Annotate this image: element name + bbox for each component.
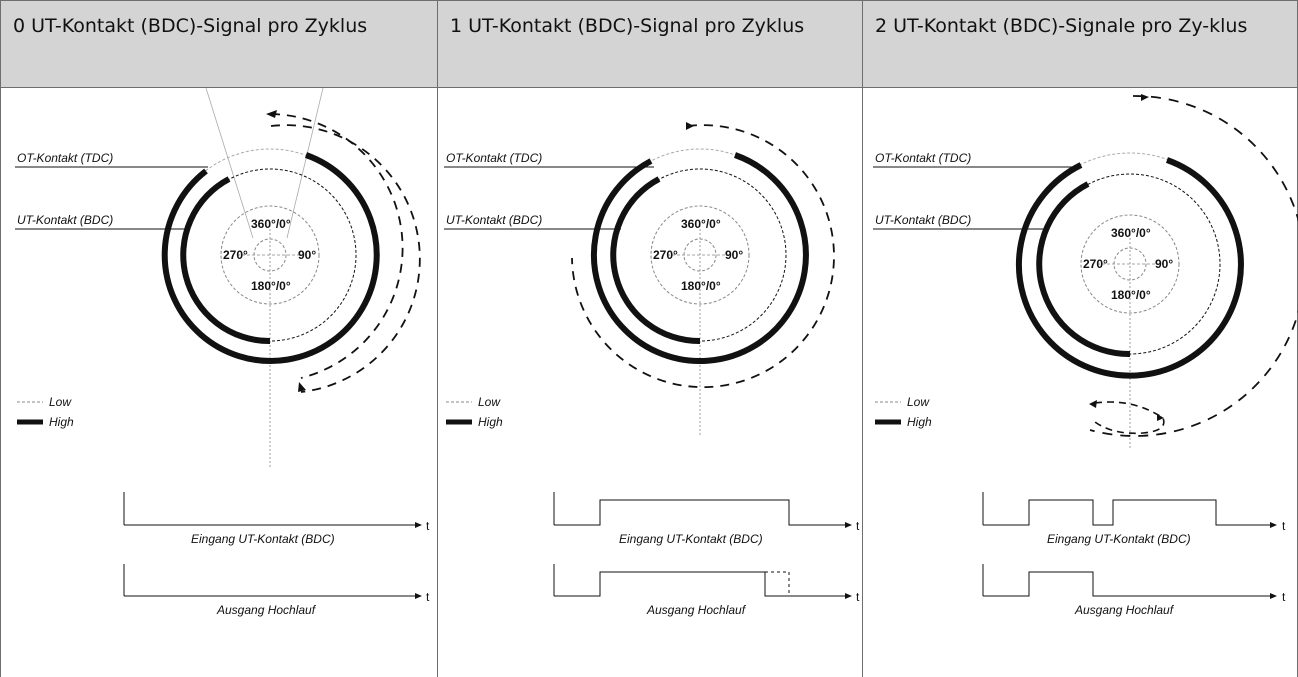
axis-arrow-icon	[845, 522, 852, 528]
ut-ring-high	[610, 176, 701, 345]
input-pulse	[554, 499, 845, 526]
column-0-signals: 0 UT-Kontakt (BDC)-Signal pro Zyklus	[0, 0, 437, 677]
legend-low-label: Low	[907, 395, 930, 409]
deg-bottom: 180°/0°	[681, 279, 721, 293]
guide-line	[205, 88, 254, 239]
guide-line	[286, 88, 324, 239]
column-header: 1 UT-Kontakt (BDC)-Signal pro Zyklus	[438, 0, 862, 88]
legend-high-label: High	[49, 415, 74, 429]
deg-top: 360°/0°	[1111, 226, 1151, 240]
ot-ring-high	[1015, 157, 1244, 379]
output-pulse	[983, 571, 1270, 597]
rotation-arrow	[270, 124, 421, 393]
cycle-diagram: OT-Kontakt (TDC) UT-Kontakt (BDC) 360°/0…	[15, 88, 430, 617]
arrow-head-icon	[686, 122, 694, 130]
rotation-arrow-loop	[1094, 401, 1165, 435]
degree-circle-outer	[650, 205, 750, 305]
column-header: 2 UT-Kontakt (BDC)-Signale pro Zy-klus	[863, 0, 1297, 88]
column-heading: 1 UT-Kontakt (BDC)-Signal pro Zyklus	[450, 15, 805, 37]
axis-t-label: t	[856, 519, 860, 533]
axis-arrow-icon	[1270, 593, 1277, 599]
deg-right: 90°	[1155, 257, 1173, 271]
arrow-head-icon	[1157, 414, 1164, 421]
column-2-signals: 2 UT-Kontakt (BDC)-Signale pro Zy-klus O…	[862, 0, 1298, 677]
output-pulse	[554, 571, 845, 597]
rotation-arrow	[270, 113, 404, 379]
input-signal-label: Eingang UT-Kontakt (BDC)	[191, 532, 335, 546]
deg-right: 90°	[298, 248, 316, 262]
column-header: 0 UT-Kontakt (BDC)-Signal pro Zyklus	[1, 0, 437, 88]
axis-arrow-icon	[415, 522, 422, 528]
legend-low-label: Low	[478, 395, 501, 409]
deg-left: 270°	[1083, 257, 1108, 271]
column-heading: 0 UT-Kontakt (BDC)-Signal pro Zyklus	[13, 15, 368, 37]
arrow-head-icon	[266, 110, 277, 118]
input-signal-label: Eingang UT-Kontakt (BDC)	[1047, 532, 1191, 546]
deg-top: 360°/0°	[251, 217, 291, 231]
ut-ring-high	[1036, 181, 1131, 358]
ut-label: UT-Kontakt (BDC)	[17, 213, 113, 227]
column-heading: 2 UT-Kontakt (BDC)-Signale pro Zy-klus	[875, 15, 1248, 37]
input-signal-label: Eingang UT-Kontakt (BDC)	[619, 532, 763, 546]
ut-label: UT-Kontakt (BDC)	[875, 213, 971, 227]
axis-arrow-icon	[1270, 522, 1277, 528]
axis-t-label: t	[1282, 519, 1286, 533]
cycle-diagram: OT-Kontakt (TDC) UT-Kontakt (BDC) 360°/0…	[873, 94, 1298, 617]
legend-high-label: High	[478, 415, 503, 429]
deg-left: 270°	[653, 248, 678, 262]
ot-label: OT-Kontakt (TDC)	[446, 151, 542, 165]
input-pulses	[983, 499, 1270, 526]
degree-circle-inner	[683, 238, 717, 272]
deg-bottom: 180°/0°	[251, 279, 291, 293]
column-1-signal: 1 UT-Kontakt (BDC)-Signal pro Zyklus OT-…	[437, 0, 862, 677]
ut-ring-high	[180, 176, 271, 345]
ot-ring-high	[590, 152, 809, 365]
axis-t-label: t	[1282, 590, 1286, 604]
deg-top: 360°/0°	[681, 217, 721, 231]
degree-circle-outer	[220, 205, 320, 305]
axis-t-label: t	[856, 590, 860, 604]
axis-t-label: t	[426, 590, 430, 604]
degree-circle-inner	[1113, 247, 1147, 281]
arrow-head-icon	[298, 382, 306, 392]
legend-high-label: High	[907, 415, 932, 429]
rotation-arrow	[571, 124, 835, 389]
deg-left: 270°	[223, 248, 248, 262]
legend-low-label: Low	[49, 395, 72, 409]
output-signal-label: Ausgang Hochlauf	[216, 603, 317, 617]
cycle-diagram: OT-Kontakt (TDC) UT-Kontakt (BDC) 360°/0…	[444, 122, 860, 617]
deg-bottom: 180°/0°	[1111, 288, 1151, 302]
deg-right: 90°	[725, 248, 743, 262]
degree-circle-inner	[253, 238, 287, 272]
axis-t-label: t	[426, 519, 430, 533]
ut-ring-low	[183, 168, 357, 342]
degree-circle-outer	[1080, 214, 1180, 314]
ot-ring-high	[161, 152, 380, 364]
ot-label: OT-Kontakt (TDC)	[17, 151, 113, 165]
output-pulse-extension	[765, 571, 790, 596]
arrow-head-icon	[1141, 94, 1149, 101]
output-signal-label: Ausgang Hochlauf	[1074, 603, 1175, 617]
arrow-head-icon	[1089, 400, 1097, 408]
axis-arrow-icon	[845, 593, 852, 599]
ot-label: OT-Kontakt (TDC)	[875, 151, 971, 165]
axis-arrow-icon	[415, 593, 422, 599]
rotation-arrow	[1089, 95, 1298, 437]
ut-ring-low	[613, 168, 787, 342]
ut-label: UT-Kontakt (BDC)	[446, 213, 542, 227]
output-signal-label: Ausgang Hochlauf	[646, 603, 747, 617]
